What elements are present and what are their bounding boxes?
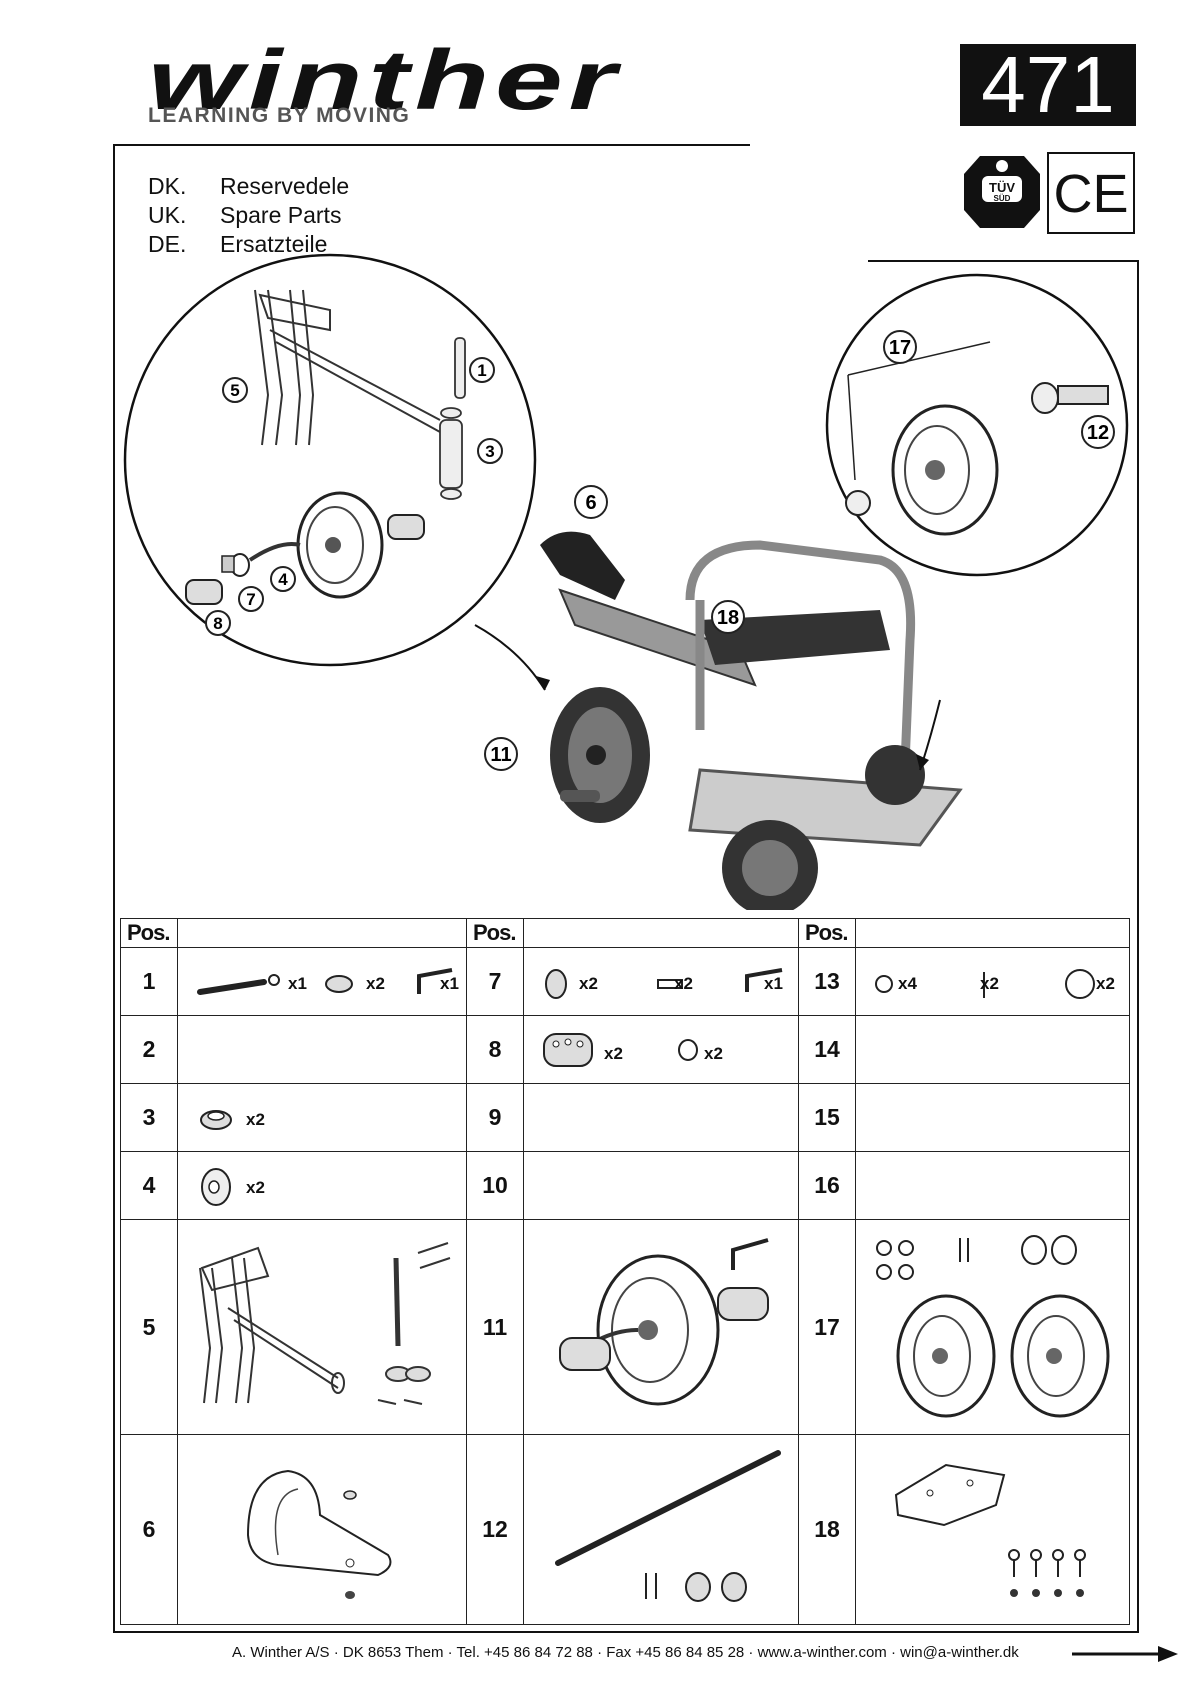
svg-text:CE: CE [1053,164,1128,224]
pos-number: 4 [120,1151,178,1220]
svg-text:TÜV: TÜV [989,180,1015,195]
svg-text:8: 8 [213,614,222,633]
next-page-arrow-icon [1072,1646,1178,1662]
svg-text:1: 1 [477,361,486,380]
col-header-pos-2: Pos. [466,918,524,948]
seat-plate-part-icon [894,1463,1086,1597]
svg-text:11: 11 [490,744,511,766]
part-cell [855,1015,1130,1084]
frame-top-right [868,260,1139,262]
heading-uk: UK.Spare Parts [148,202,342,228]
table-row: 3 x2 9 15 [120,1083,1130,1152]
part-cell [177,1219,467,1435]
frame-top-left [113,144,750,146]
pos-number: 16 [798,1151,856,1220]
pos-number: 13 [798,947,856,1016]
part-cell: x2 x2 x1 [523,947,799,1016]
heading-dk: DK.Reservedele [148,173,350,199]
table-row: 6 12 18 [120,1434,1130,1625]
part-cell [523,1151,799,1220]
pos-number: 11 [466,1219,524,1435]
pos-number: 1 [120,947,178,1016]
pos-number: 17 [798,1219,856,1435]
rear-axle-part-icon [555,1450,781,1602]
part-cell [855,1151,1130,1220]
pos-number: 5 [120,1219,178,1435]
front-wheel-part-icon [559,1238,769,1406]
col-header-pos-3: Pos. [798,918,856,948]
part-cell [177,1434,467,1625]
pos-number: 6 [120,1434,178,1625]
seat-part-icon [246,1469,392,1599]
model-number: 471 [960,44,1136,126]
pos-number: 10 [466,1151,524,1220]
svg-text:17: 17 [889,337,911,359]
svg-text:SÜD: SÜD [994,194,1011,203]
front-wheel-detail [185,491,425,605]
svg-text:18: 18 [717,607,739,629]
pos-number: 14 [798,1015,856,1084]
tuv-sud-mark: TÜV SÜD [960,152,1044,230]
winther-logo: winther [148,33,622,127]
table-row: 2 8 x2 x2 14 [120,1015,1130,1084]
svg-text:5: 5 [230,381,239,400]
svg-text:6: 6 [585,492,596,514]
part-cell [177,1015,467,1084]
pos-number: 15 [798,1083,856,1152]
svg-text:12: 12 [1087,422,1109,444]
part-cell [855,1219,1130,1435]
svg-text:3: 3 [485,442,494,461]
table-row: 4 x2 10 16 [120,1151,1130,1220]
frame-left [113,144,115,1632]
svg-text:4: 4 [278,570,288,589]
pos-number: 12 [466,1434,524,1625]
frame-part-icon [199,1242,451,1405]
part-cell [855,1434,1130,1625]
axle-part [439,337,466,500]
part-cell: x2 x2 [523,1015,799,1084]
pos-number: 18 [798,1434,856,1625]
pos-number: 3 [120,1083,178,1152]
company-contact-footer: A. Winther A/S · DK 8653 Them · Tel. +45… [232,1644,1019,1661]
detail-circle-rear [825,273,1129,577]
part-cell [855,1083,1130,1152]
frame-right [1137,260,1139,1632]
frame-bottom [113,1631,1139,1633]
part-cell: x2 [177,1151,467,1220]
rear-wheel-detail [845,382,1109,536]
pos-number: 8 [466,1015,524,1084]
pos-number: 9 [466,1083,524,1152]
part-cell: x1 x2 x1 [177,947,467,1016]
part-cell [523,1083,799,1152]
part-cell: x4 x2 x2 [855,947,1130,1016]
table-row: 1 x1 x2 x1 7 x2 x2 x1 13 [120,947,1130,1016]
svg-text:7: 7 [246,590,255,609]
part-cell [523,1219,799,1435]
part-cell [523,1434,799,1625]
frame-part [254,289,441,446]
heading-de: DE.Ersatzteile [148,231,328,257]
col-header-pos-1: Pos. [120,918,178,948]
rear-wheels-part-icon [876,1235,1110,1418]
pos-number: 2 [120,1015,178,1084]
callout-labels: 1 3 4 5 7 8 6 18 11 17 12 [205,330,1115,771]
pos-number: 7 [466,947,524,1016]
detail-circle-front [123,253,537,667]
table-row: 5 11 [120,1219,1130,1435]
exploded-view-illustration: 1 3 4 5 7 8 6 18 11 17 12 [123,253,1129,910]
spare-parts-table: Pos. Pos. Pos. 1 x1 x2 x1 7 x2 x2 [120,918,1130,1625]
tricycle-assembled [540,531,963,910]
brand-tagline: LEARNING BY MOVING [148,104,411,127]
ce-mark: CE [1047,152,1135,234]
part-cell: x2 [177,1083,467,1152]
